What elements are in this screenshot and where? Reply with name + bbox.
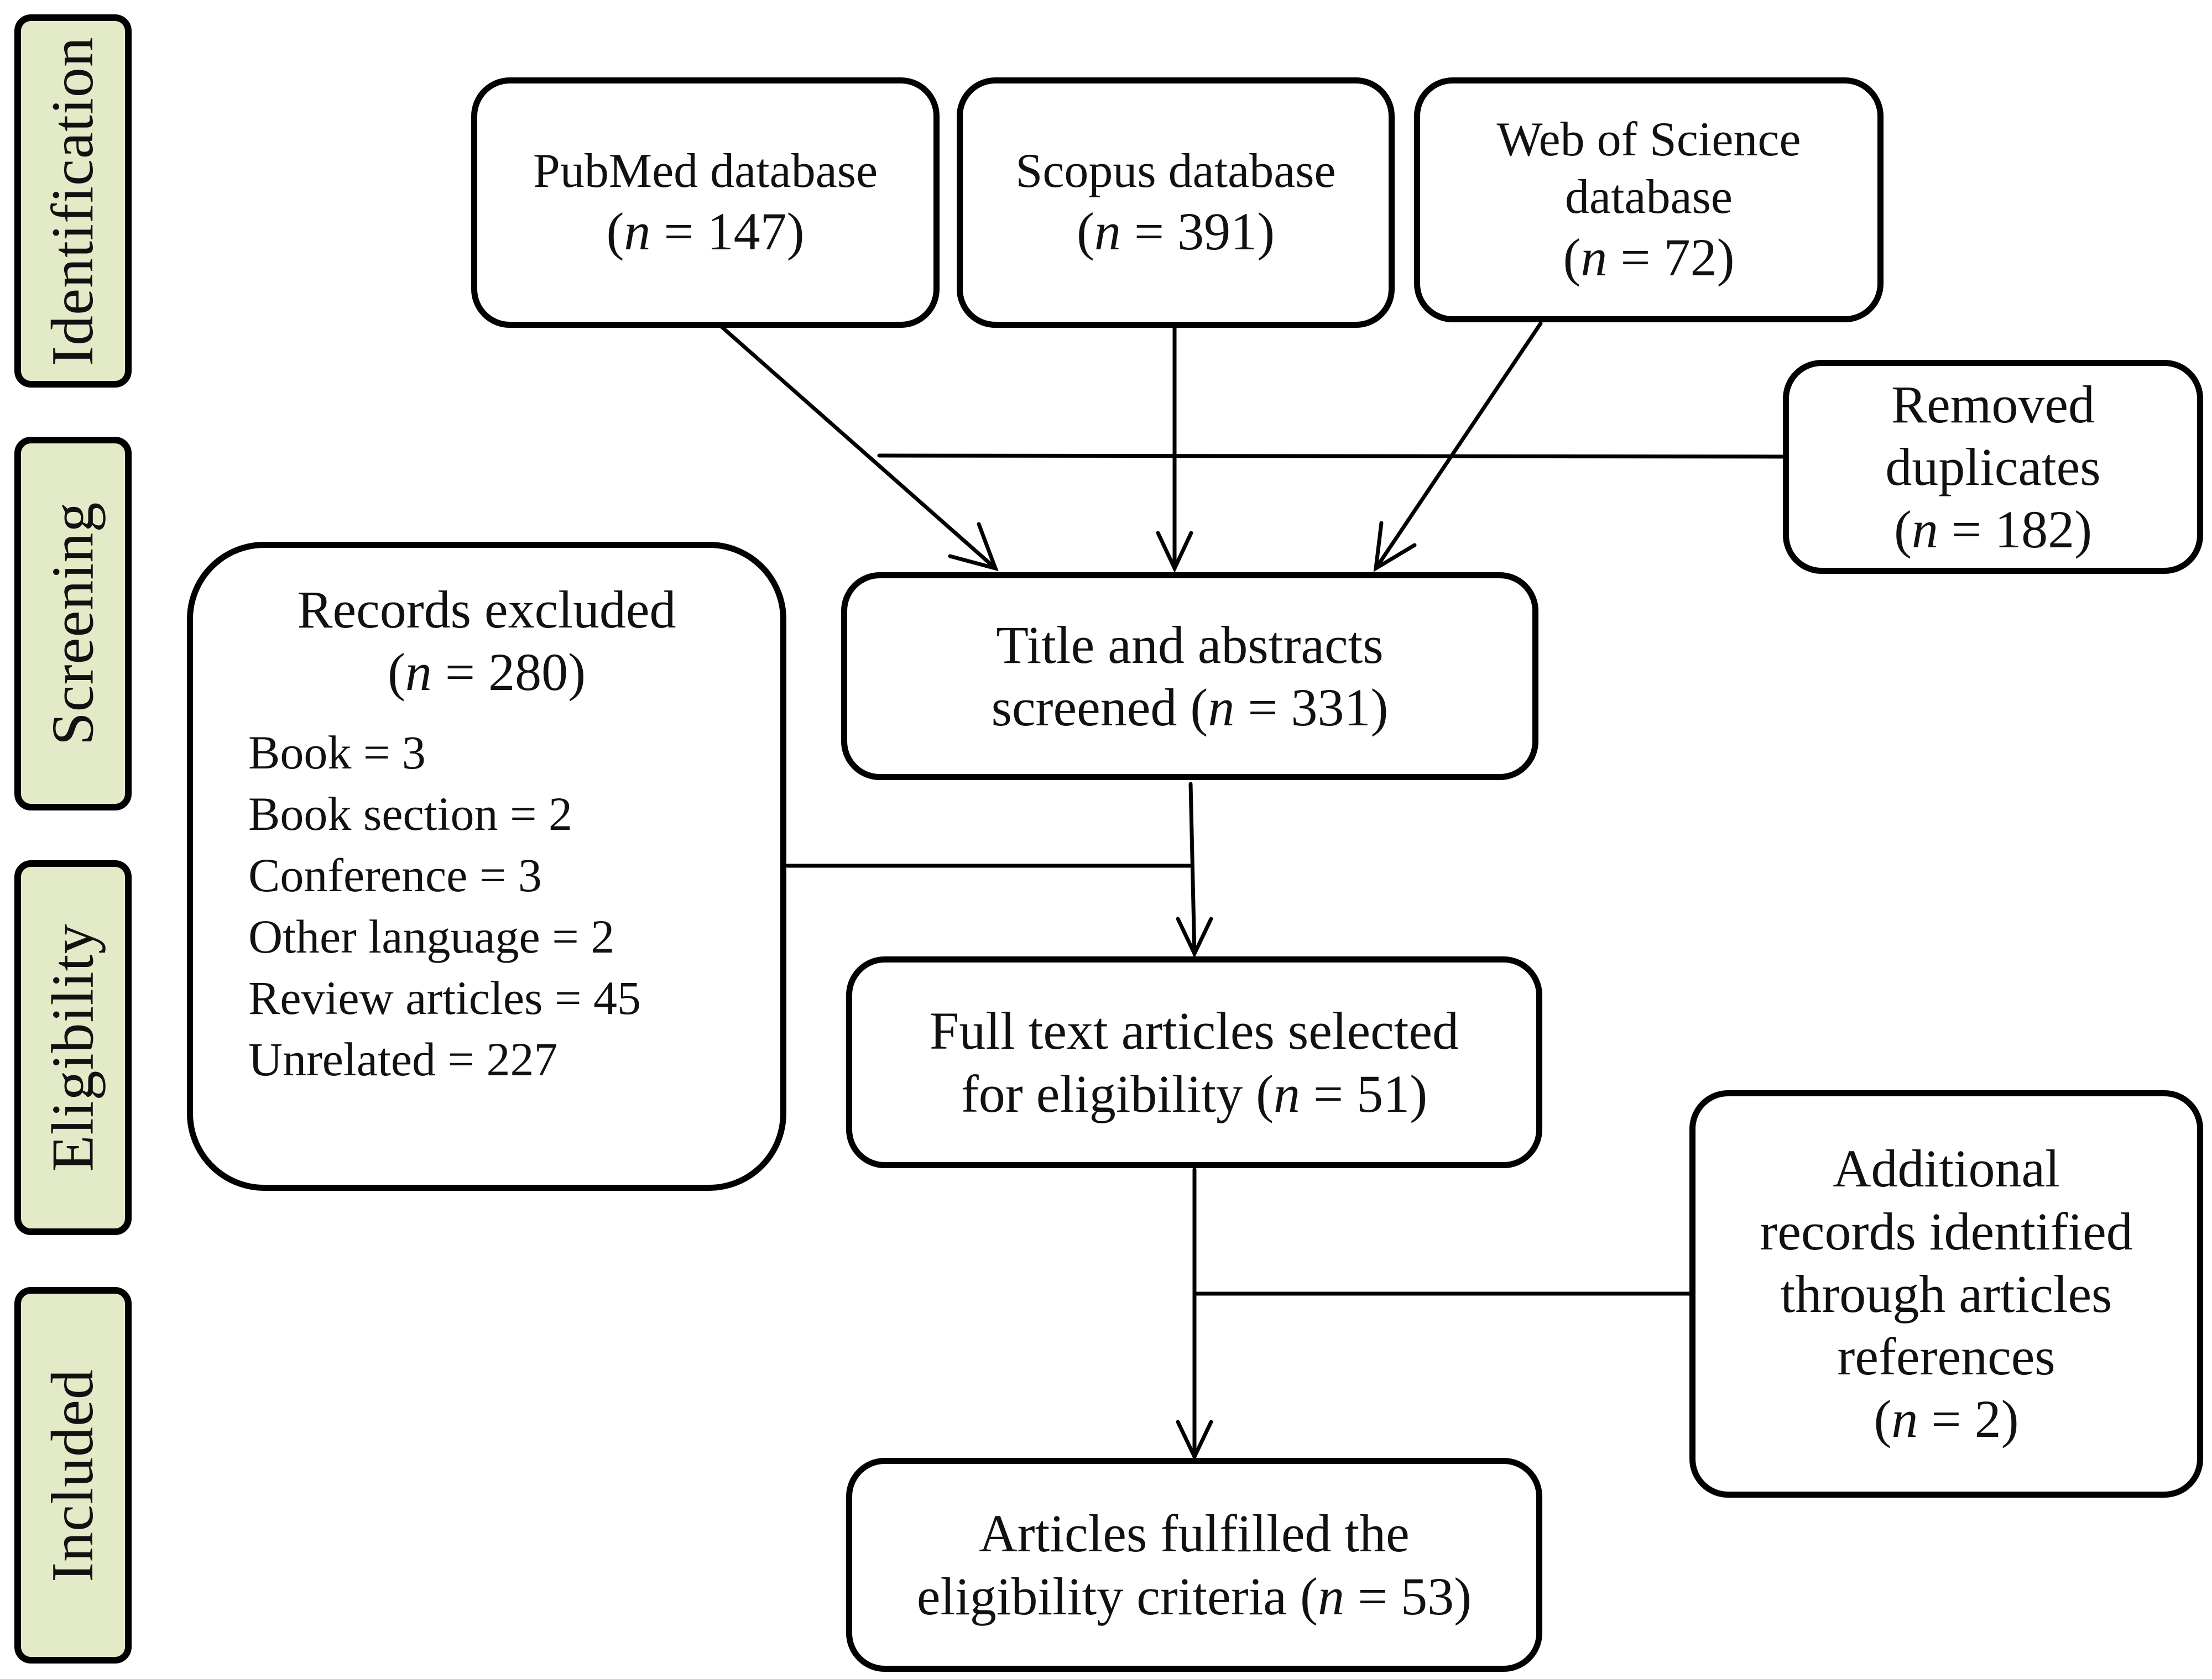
records-excluded-box: Records excluded (n = 280) Book = 3 Book… <box>187 542 786 1191</box>
additional-records-box: Additional records identified through ar… <box>1689 1090 2203 1498</box>
final-included-box: Articles fulfilled the eligibility crite… <box>846 1458 1542 1672</box>
final-line2: eligibility criteria (n = 53) <box>916 1566 1472 1626</box>
arrow-wos-to-screened <box>1374 321 1543 571</box>
fulltext-line1: Full text articles selected <box>930 1001 1459 1061</box>
stage-included-label: Included <box>40 1368 106 1582</box>
additional-line3: through articles <box>1780 1264 2112 1324</box>
excluded-reason-item: Conference = 3 <box>248 849 542 902</box>
wos-label-line1: Web of Science <box>1496 113 1801 167</box>
pubmed-box: PubMed database (n = 147) <box>471 77 940 328</box>
excluded-title: Records excluded <box>297 580 676 639</box>
removed-line2: duplicates <box>1885 437 2101 496</box>
arrow-pubmed-to-screened <box>716 321 998 571</box>
excluded-reason-item: Unrelated = 227 <box>248 1033 558 1086</box>
arrow-screened-to-fulltext <box>1188 782 1197 956</box>
stage-identification: Identification <box>14 14 132 388</box>
excluded-header: Records excluded (n = 280) <box>193 578 780 704</box>
removed-count: (n = 182) <box>1893 500 2093 559</box>
line-removed-duplicates <box>877 453 1788 459</box>
removed-line1: Removed <box>1891 374 2095 434</box>
wos-count: (n = 72) <box>1563 227 1735 287</box>
stage-included: Included <box>14 1287 132 1664</box>
excluded-reason-item: Other language = 2 <box>248 910 615 963</box>
removed-duplicates-box: Removed duplicates (n = 182) <box>1783 360 2203 574</box>
excluded-reason-item: Review articles = 45 <box>248 971 641 1024</box>
arrow-screened-head <box>1176 917 1213 959</box>
arrow-pubmed-head <box>948 522 999 572</box>
additional-line1: Additional <box>1833 1139 2060 1199</box>
arrow-scopus-head <box>1156 531 1193 573</box>
final-line1: Articles fulfilled the <box>979 1504 1410 1563</box>
scopus-count: (n = 391) <box>1076 201 1275 261</box>
wos-label-line2: database <box>1565 170 1733 224</box>
stage-screening: Screening <box>14 437 132 810</box>
additional-count: (n = 2) <box>1874 1389 2019 1449</box>
wos-box: Web of Science database (n = 72) <box>1414 77 1884 322</box>
stage-identification-label: Identification <box>40 36 106 366</box>
additional-line2: records identified <box>1760 1201 2133 1261</box>
fulltext-box: Full text articles selected for eligibil… <box>846 956 1542 1168</box>
arrow-wos-head <box>1373 521 1417 572</box>
arrow-fulltext-head <box>1176 1420 1213 1462</box>
screened-box: Title and abstracts screened (n = 331) <box>841 572 1538 780</box>
screened-line2: screened (n = 331) <box>991 678 1389 737</box>
pubmed-label: PubMed database <box>533 144 878 198</box>
scopus-box: Scopus database (n = 391) <box>957 77 1395 328</box>
excluded-reasons-list: Book = 3 Book section = 2 Conference = 3… <box>248 722 641 1090</box>
stage-screening-label: Screening <box>40 501 106 746</box>
stage-eligibility-label: Eligibility <box>40 923 106 1172</box>
excluded-count: (n = 280) <box>387 642 586 702</box>
fulltext-line2: for eligibility (n = 51) <box>961 1064 1428 1123</box>
additional-line4: references <box>1837 1327 2056 1387</box>
pubmed-count: (n = 147) <box>606 201 805 261</box>
stage-eligibility: Eligibility <box>14 860 132 1235</box>
excluded-reason-item: Book = 3 <box>248 726 426 779</box>
screened-line1: Title and abstracts <box>996 615 1384 674</box>
excluded-reason-item: Book section = 2 <box>248 787 572 840</box>
scopus-label: Scopus database <box>1015 144 1336 198</box>
